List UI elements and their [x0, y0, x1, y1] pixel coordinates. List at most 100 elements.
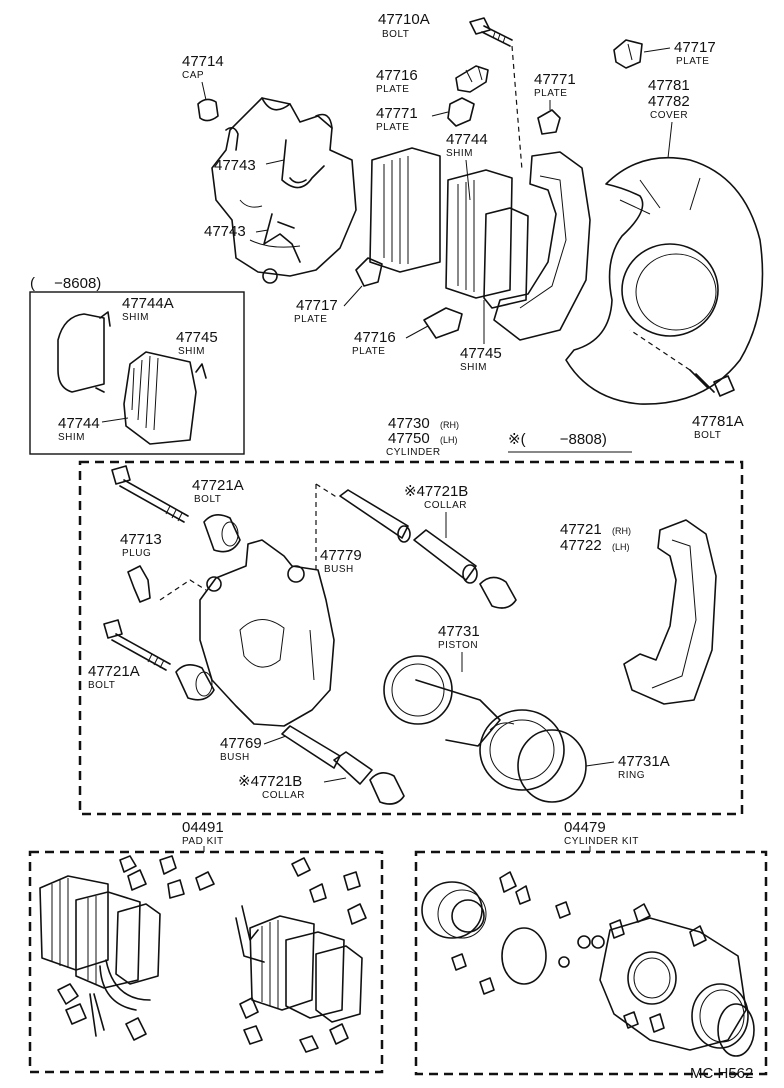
- label-47730-tag: (RH): [440, 420, 459, 430]
- label-47744-top-num: 47744: [446, 131, 488, 148]
- label-47731-num: 47731: [438, 623, 480, 640]
- label-47731a-num: 47731A: [618, 753, 670, 770]
- label-47714-num: 47714: [182, 53, 224, 70]
- label-47721b-bot-num: ※47721B: [238, 773, 302, 790]
- collar-47721b-top-drawing: [413, 529, 517, 609]
- caliper-body-lower-drawing: [199, 539, 335, 727]
- label-47771-left-num: 47771: [376, 105, 418, 122]
- label-47721a-top-name: BOLT: [194, 494, 221, 505]
- label-47710a-num: 47710A: [378, 11, 430, 28]
- inset-47744a-num: 47744A: [122, 295, 174, 312]
- label-47721a-bot-name: BOLT: [88, 680, 115, 691]
- plate-47716-middle-drawing: [423, 307, 463, 339]
- bolt-47721a-top-drawing: [111, 465, 189, 523]
- label-47713-name: PLUG: [122, 548, 151, 559]
- dust-cover-47781-drawing: [565, 156, 764, 405]
- label-47731-name: PISTON: [438, 640, 478, 651]
- label-47717-mid-num: 47717: [296, 297, 338, 314]
- label-47716-top-num: 47716: [376, 67, 418, 84]
- label-47771-right-num: 47771: [534, 71, 576, 88]
- inset-47744-name: SHIM: [58, 432, 85, 443]
- label-47779-name: BUSH: [324, 564, 354, 575]
- spring-47743-bottom-drawing: [263, 213, 301, 263]
- label-47716-mid-name: PLATE: [352, 346, 385, 357]
- ring-47731a-drawing: [517, 729, 587, 803]
- pad-kit-name: PAD KIT: [182, 836, 224, 847]
- label-47710a-name: BOLT: [382, 29, 409, 40]
- inset-range-label: ( −8608): [30, 275, 101, 292]
- label-47717-mid-name: PLATE: [294, 314, 327, 325]
- inset-frame: [29, 291, 245, 455]
- label-47750-tag: (LH): [440, 435, 458, 445]
- diagram-code: MC H562: [690, 1065, 753, 1082]
- label-47721-num: 47721: [560, 521, 602, 538]
- label-47717-top-name: PLATE: [676, 56, 709, 67]
- inset-47744a-name: SHIM: [122, 312, 149, 323]
- plug-47713-drawing: [127, 565, 151, 603]
- bolt-47781a-drawing: [689, 369, 735, 397]
- spring-47743-top-drawing: [281, 139, 325, 189]
- label-47721b-top-num: ※47721B: [404, 483, 468, 500]
- pad-kit-num: 04491: [182, 819, 224, 836]
- cyl-kit-num: 04479: [564, 819, 606, 836]
- bracket-47721-drawing: [623, 519, 717, 705]
- cylinder-kit-frame: [414, 850, 768, 1076]
- label-47721a-bot-num: 47721A: [88, 663, 140, 680]
- caliper-body-top-drawing: [211, 97, 357, 284]
- pad-kit-frame: [28, 850, 384, 1074]
- label-47714-name: CAP: [182, 70, 204, 81]
- inset-47745-name: SHIM: [178, 346, 205, 357]
- label-47781-name: COVER: [650, 110, 688, 121]
- label-47721a-top-num: 47721A: [192, 477, 244, 494]
- inset-47745-num: 47745: [176, 329, 218, 346]
- cylinder-kit-drawing: [421, 871, 755, 1057]
- boot-top-drawing: [203, 514, 241, 553]
- label-47769-num: 47769: [220, 735, 262, 752]
- label-47743-top: 47743: [214, 157, 256, 174]
- cyl-kit-name: CYLINDER KIT: [564, 836, 639, 847]
- label-47716-top-name: PLATE: [376, 84, 409, 95]
- label-47721-tag: (RH): [612, 526, 631, 536]
- boot-bottom-drawing: [175, 664, 215, 701]
- plate-47717-middle-drawing: [355, 257, 383, 287]
- label-47721b-top-name: COLLAR: [424, 500, 467, 511]
- label-47771-right-name: PLATE: [534, 88, 567, 99]
- brake-pads-upper-drawing: [369, 147, 529, 309]
- label-cylinder-name: CYLINDER: [386, 447, 441, 458]
- label-47743-bottom: 47743: [204, 223, 246, 240]
- plate-47771-left-drawing: [447, 97, 475, 127]
- piston-47731-drawing: [383, 655, 565, 791]
- label-47782-num2: 47782: [648, 93, 690, 110]
- label-47744-top-name: SHIM: [446, 148, 473, 159]
- cylinder-range-note: ※( −8808): [508, 431, 607, 448]
- label-47716-mid-num: 47716: [354, 329, 396, 346]
- label-47745-mid-num: 47745: [460, 345, 502, 362]
- bush-47779-drawing: [339, 489, 411, 543]
- label-47730-num: 47730: [388, 415, 430, 432]
- bolt-47710a-drawing: [469, 17, 513, 47]
- label-47769-name: BUSH: [220, 752, 250, 763]
- label-47713-num: 47713: [120, 531, 162, 548]
- bolt-47721a-bottom-drawing: [103, 619, 171, 671]
- label-47771-left-name: PLATE: [376, 122, 409, 133]
- label-47722-tag: (LH): [612, 542, 630, 552]
- collar-47721b-bottom-drawing: [333, 751, 405, 805]
- label-47731a-name: RING: [618, 770, 645, 781]
- bush-47769-drawing: [281, 725, 341, 769]
- inset-shims-drawing: [57, 311, 207, 445]
- cylinder-group-frame: [78, 460, 744, 816]
- plate-47716-top-drawing: [455, 65, 489, 93]
- cap-47714-drawing: [197, 98, 219, 122]
- label-47781-num1: 47781: [648, 77, 690, 94]
- label-47721b-bot-name: COLLAR: [262, 790, 305, 801]
- label-47781a-num: 47781A: [692, 413, 744, 430]
- plate-47717-top-drawing: [613, 39, 643, 69]
- label-47722-num: 47722: [560, 537, 602, 554]
- label-47781a-name: BOLT: [694, 430, 721, 441]
- inset-47744-num: 47744: [58, 415, 100, 432]
- pad-kit-drawing: [39, 855, 367, 1053]
- caliper-bracket-upper-drawing: [493, 151, 591, 341]
- plate-47771-right-drawing: [537, 109, 561, 135]
- label-47717-top-num: 47717: [674, 39, 716, 56]
